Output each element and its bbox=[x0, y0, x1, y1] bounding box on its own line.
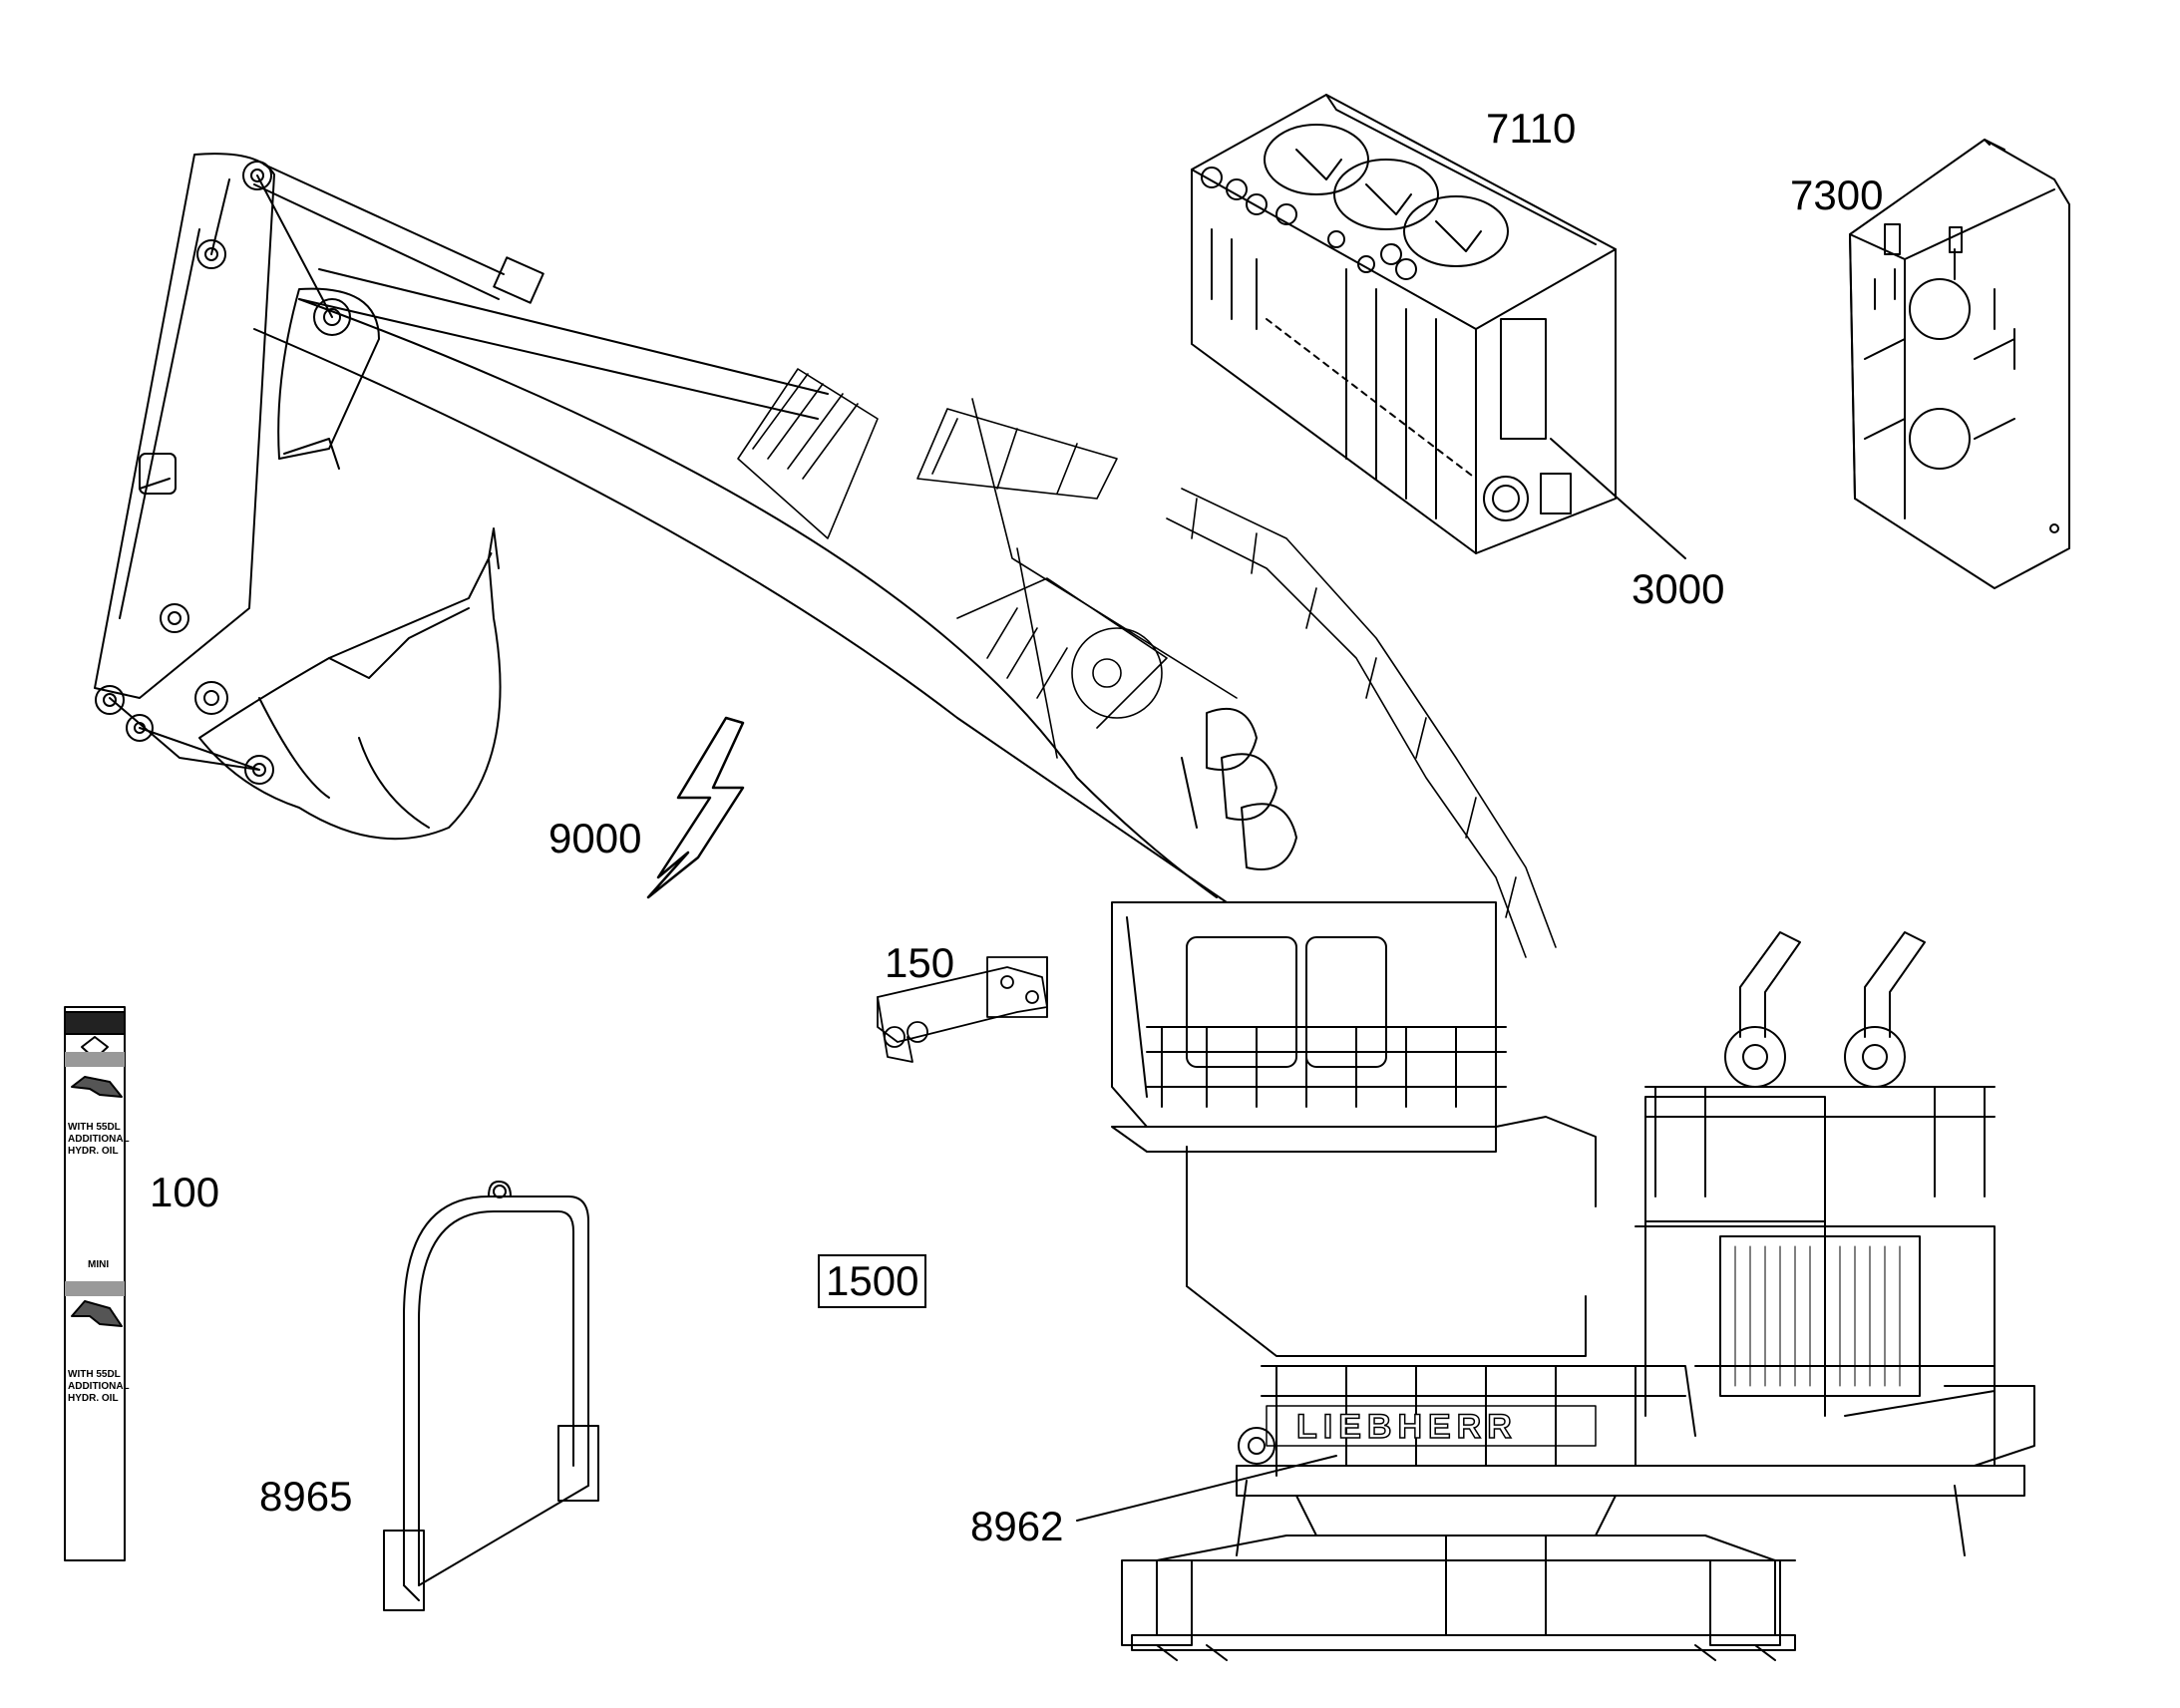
hydraulic-tank-7110 bbox=[1191, 94, 1617, 554]
oil-tank-7300 bbox=[1849, 139, 2070, 589]
handrail-8965 bbox=[383, 1181, 599, 1611]
callout-9000: 9000 bbox=[548, 815, 642, 861]
callout-150: 150 bbox=[885, 939, 955, 986]
decal-text-mini: MINI bbox=[88, 1259, 110, 1270]
callout-8962: 8962 bbox=[970, 1503, 1064, 1549]
uppercarriage-1500 bbox=[1111, 901, 2035, 1556]
decal-text-upper: WITH 55DL ADDITIONAL HYDR. OIL bbox=[68, 1122, 130, 1157]
boom-model-lettering bbox=[1181, 708, 1297, 870]
bracket-150 bbox=[877, 956, 1048, 1063]
leader-line-8962 bbox=[1076, 1455, 1337, 1522]
decal-text-lower: WITH 55DL ADDITIONAL HYDR. OIL bbox=[68, 1369, 130, 1404]
boom-railings bbox=[737, 368, 1557, 958]
callout-7110: 7110 bbox=[1486, 105, 1577, 152]
decal-100 bbox=[64, 1006, 126, 1561]
callout-3000: 3000 bbox=[1632, 565, 1725, 612]
undercarriage bbox=[1121, 1495, 1796, 1661]
leader-line-3000 bbox=[1550, 438, 1686, 559]
callout-100: 100 bbox=[150, 1169, 220, 1215]
brand-lettering: LIEBHERR bbox=[1295, 1407, 1518, 1447]
electrical-symbol-9000 bbox=[646, 716, 745, 899]
callout-1500: 1500 bbox=[818, 1254, 927, 1308]
callout-8965: 8965 bbox=[259, 1473, 353, 1520]
boom-arm-assembly bbox=[94, 153, 1228, 903]
callout-7300: 7300 bbox=[1790, 171, 1884, 218]
